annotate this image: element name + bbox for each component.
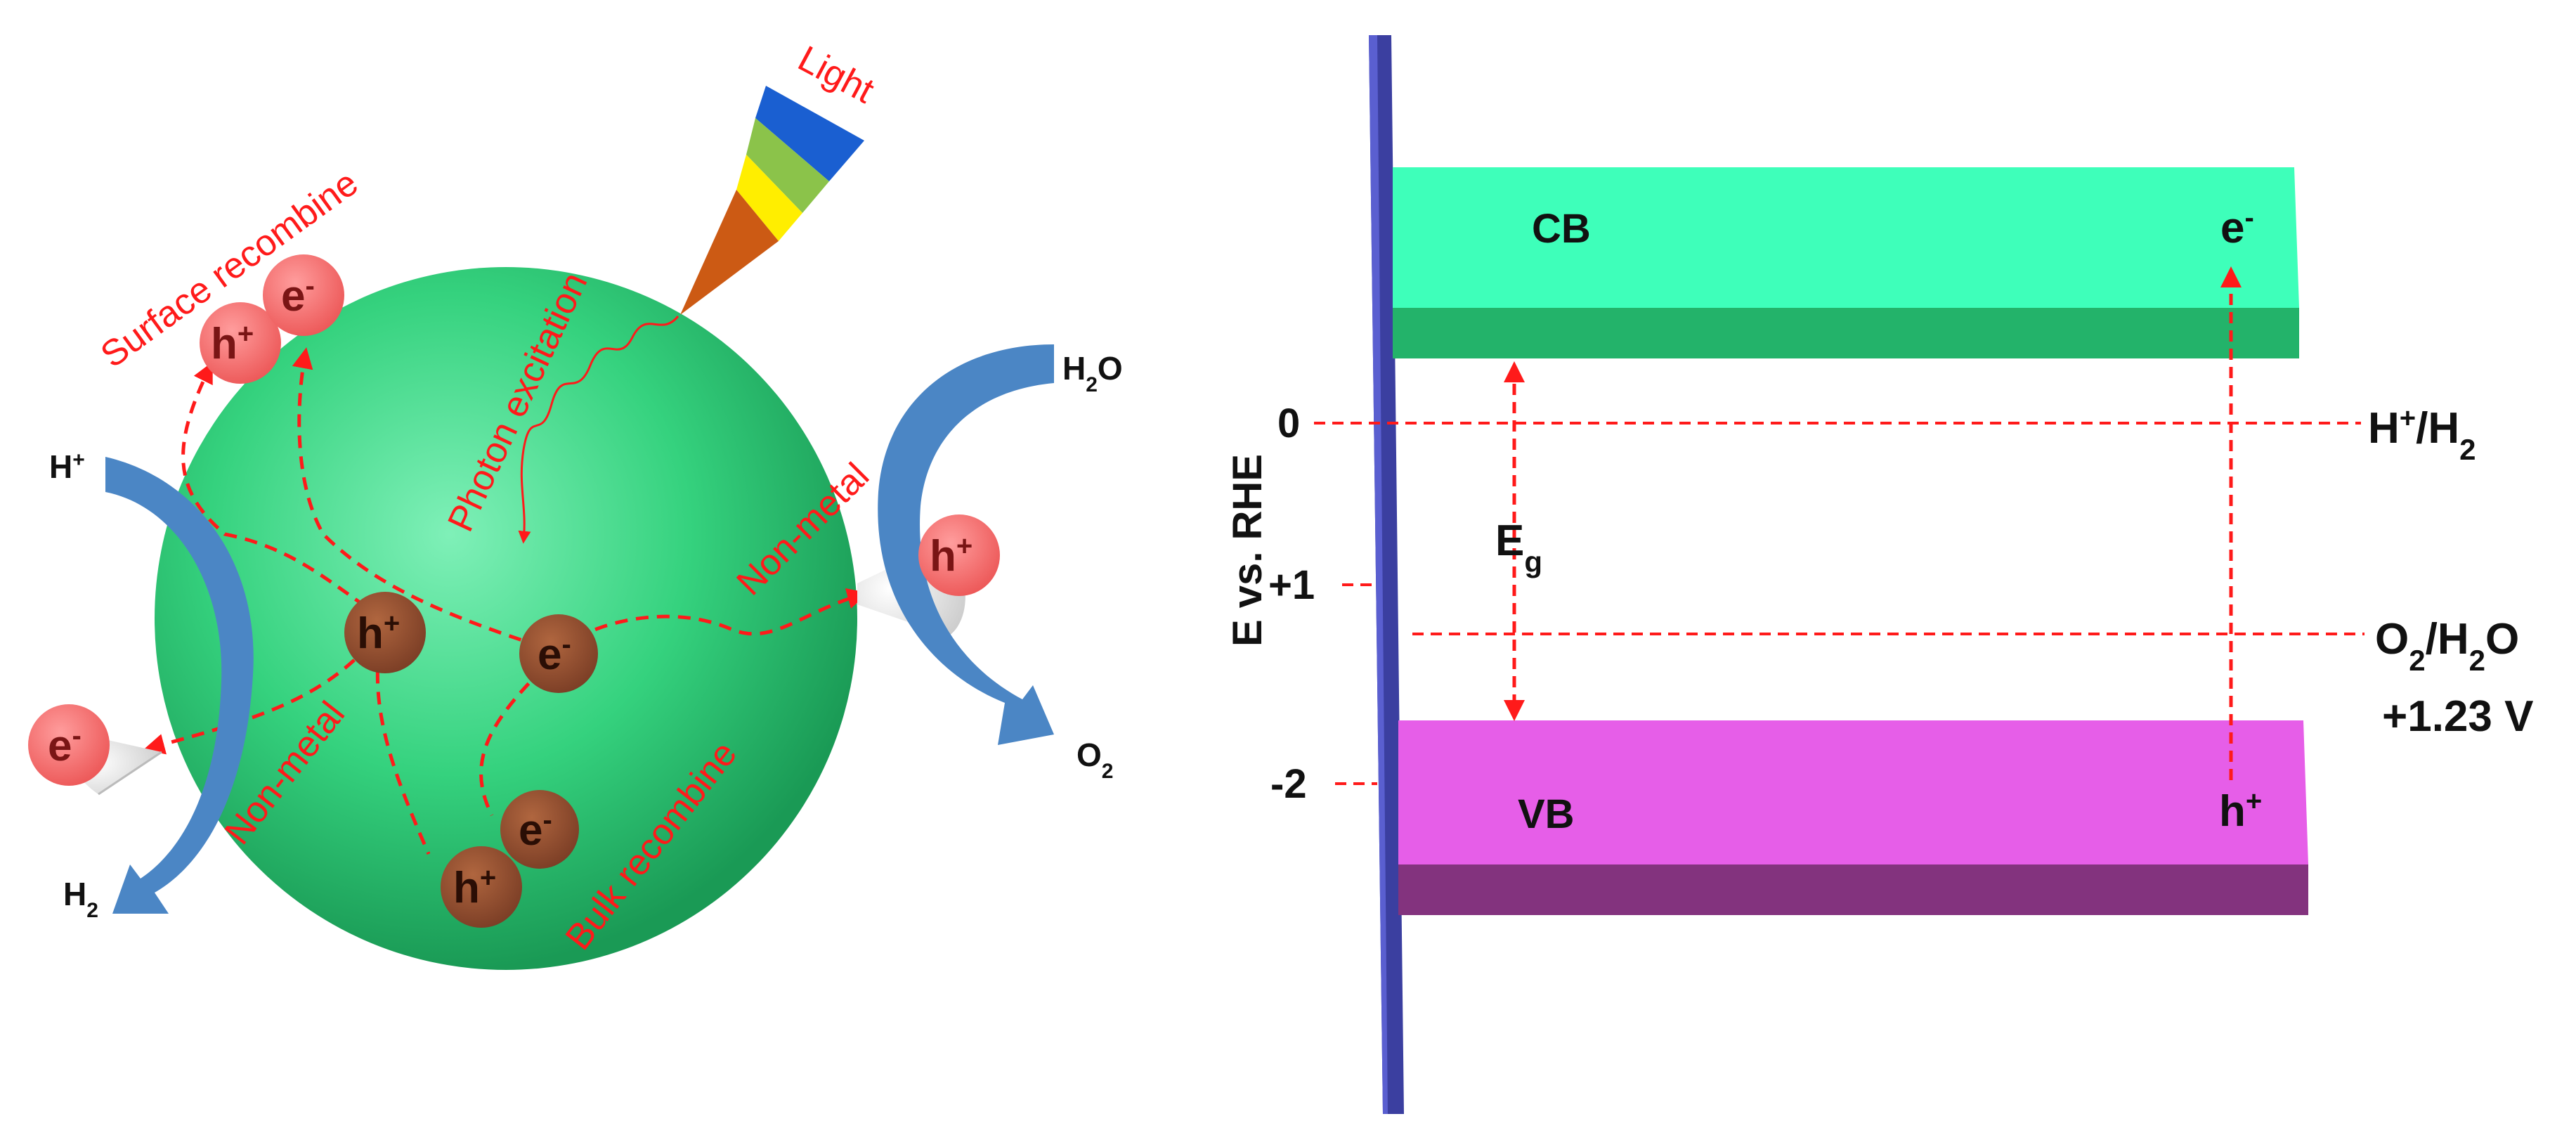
bulk-hole-2: h+ [441,846,522,928]
h2o-label: H2O [1062,350,1123,396]
light-source-icon [680,86,864,315]
h-plus-label: H+ [49,448,85,486]
surface-electron: e- [263,254,344,336]
svg-text:h+: h+ [453,862,496,912]
left-electron: e- [28,704,110,786]
surface-hole: h+ [200,302,281,384]
tick-plus1: +1 [1268,562,1315,608]
svg-text:e-: e- [519,805,552,855]
svg-text:h+: h+ [211,318,254,368]
vb-label: VB [1518,791,1575,837]
h-couple-label: H+/H2 [2368,403,2476,466]
svg-text:e-: e- [281,271,315,320]
conduction-band [1393,167,2299,358]
svg-text:h+: h+ [357,608,400,658]
o-couple-label: O2/H2O [2375,615,2519,677]
left-panel: Light Photon excitation Surface recombin… [28,38,1123,970]
tick-0: 0 [1277,401,1300,446]
svg-text:e-: e- [48,720,82,770]
reference-lines [1314,422,2364,785]
cb-electron-label: e- [2220,202,2254,252]
svg-text:h+: h+ [930,531,972,581]
photon-path [518,316,679,544]
bulk-hole-1: h+ [344,592,426,673]
right-hole: h+ [918,514,1000,596]
svg-text:e-: e- [538,629,571,679]
semiconductor-particle [155,267,857,970]
cb-label: CB [1532,206,1591,252]
h2-label: H2 [63,876,98,922]
right-panel: E vs. RHE 0 +1 -2 CB VB e- h+ Eg H+/H2 O… [1225,35,2533,1114]
hydrogen-evolution-arrow [105,457,254,914]
vb-hole-label: h+ [2219,786,2262,836]
o2-label: O2 [1076,737,1113,783]
tick-minus2: -2 [1270,761,1307,807]
potential-label: +1.23 V [2382,692,2533,741]
bulk-electron-1: e- [519,614,598,693]
light-label: Light [791,38,880,111]
bulk-electron-2: e- [500,790,579,869]
eg-label: Eg [1495,517,1542,578]
oxygen-evolution-arrow [878,344,1054,745]
valence-band [1398,720,2308,915]
axis-label: E vs. RHE [1225,454,1270,647]
